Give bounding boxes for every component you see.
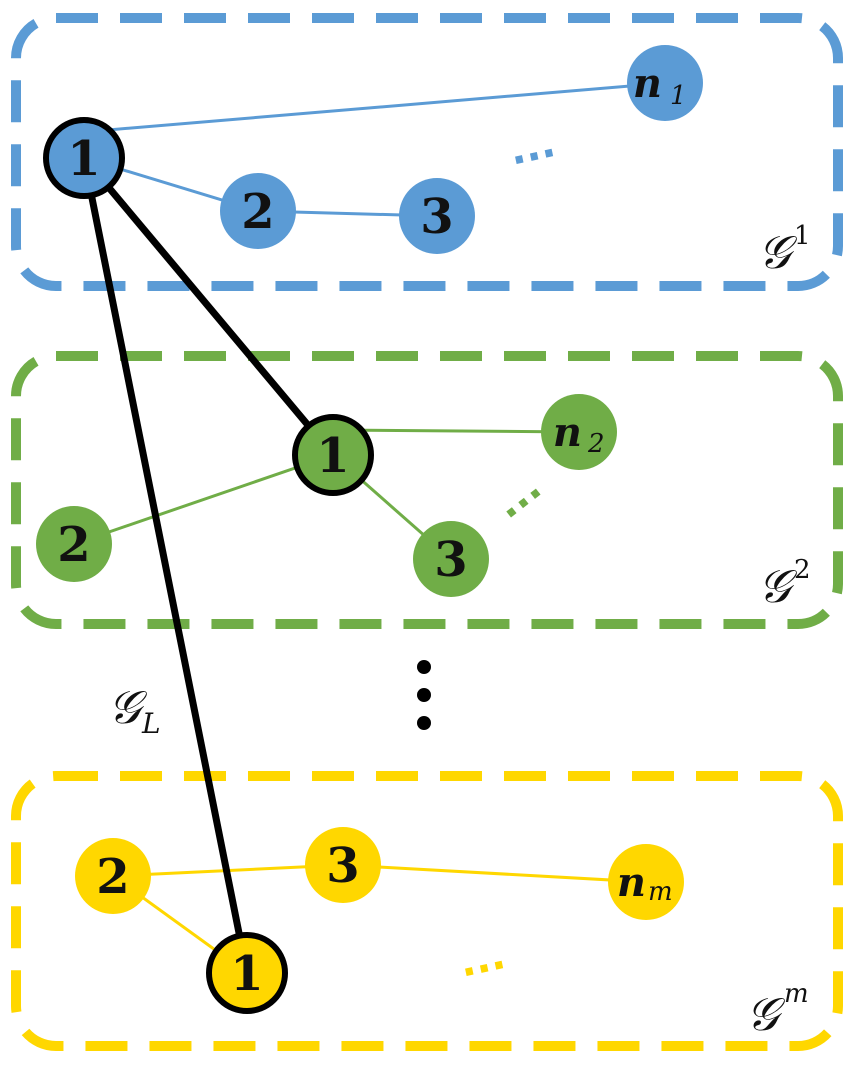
svg-text:n: n <box>617 859 646 906</box>
g1-node-1-label: 1 <box>67 131 100 187</box>
g2-node-1-label: 1 <box>316 428 349 484</box>
g2-label-sup: 2 <box>794 555 811 585</box>
svg-text:n: n <box>633 60 662 107</box>
svg-text:n: n <box>553 409 582 456</box>
g2-node-3 <box>413 521 489 597</box>
g1-label: 𝒢 <box>758 225 798 279</box>
g1-node-3 <box>399 178 475 254</box>
graph-g1-boundary <box>11 13 843 291</box>
gm-node-2 <box>75 838 151 914</box>
g2-node-n-sub: 2 <box>587 429 605 459</box>
graph-gm: 2 3 n m ··· 𝒢 m <box>11 771 843 1051</box>
gm-node-3 <box>305 827 381 903</box>
g1-edge-1-n <box>83 81 666 134</box>
g1-node-2-label: 2 <box>241 184 274 240</box>
graph-g1: n 1 2 3 ··· 𝒢 1 <box>11 13 843 291</box>
vertical-ellipsis-dot-1 <box>417 660 431 674</box>
g1-node-n-label: n <box>633 60 662 107</box>
graph-g2-boundary <box>11 351 843 629</box>
g1-node-2 <box>220 173 296 249</box>
link-edge-g1-gm <box>80 157 251 974</box>
vertical-ellipsis-dot-3 <box>417 716 431 730</box>
g2-node-n <box>541 394 617 470</box>
g1-node-1 <box>43 117 125 199</box>
gm-ellipsis: ··· <box>457 942 511 996</box>
g2-edge-1-n <box>332 428 580 434</box>
gm-node-3-label: 3 <box>326 838 359 894</box>
link-edge-g1-g2 <box>81 155 336 458</box>
g2-node-3-label: 3 <box>434 532 467 588</box>
gm-node-2-label: 2 <box>96 849 129 905</box>
g1-node-n-sub: 1 <box>670 81 687 111</box>
svg-text:𝒢: 𝒢 <box>758 559 798 613</box>
g2-node-2-label: 2 <box>57 517 90 573</box>
g1-node-3-label: 3 <box>420 189 453 245</box>
g2-label: 𝒢 <box>758 559 798 613</box>
gm-node-n-label: n <box>617 859 646 906</box>
svg-text:𝒢: 𝒢 <box>746 987 786 1041</box>
link-graph: 1 1 1 𝒢 L <box>43 117 374 1014</box>
g2-node-n-label: n <box>553 409 582 456</box>
gm-label: 𝒢 <box>746 987 786 1041</box>
g2-node-2 <box>36 506 112 582</box>
g1-label-sup: 1 <box>794 221 811 251</box>
g2-ellipsis: ··· <box>492 472 556 536</box>
graph-g2: n 2 2 3 ··· 𝒢 2 <box>11 351 843 629</box>
g1-ellipsis: ··· <box>507 130 561 184</box>
g1-node-n <box>627 45 703 121</box>
gm-node-1 <box>206 932 288 1014</box>
gm-node-n <box>608 844 684 920</box>
link-graph-label-sub: L <box>141 707 161 740</box>
vertical-ellipsis-dot-2 <box>417 688 431 702</box>
g2-node-1 <box>292 414 374 496</box>
gm-edge-3-n <box>342 863 647 884</box>
g2-edge-1-2 <box>73 453 334 546</box>
gm-node-n-sub: m <box>648 877 673 907</box>
svg-text:𝒢: 𝒢 <box>758 225 798 279</box>
graph-gm-boundary <box>11 771 843 1051</box>
gm-node-1-label: 1 <box>230 946 263 1002</box>
gm-label-sup: m <box>784 979 809 1009</box>
